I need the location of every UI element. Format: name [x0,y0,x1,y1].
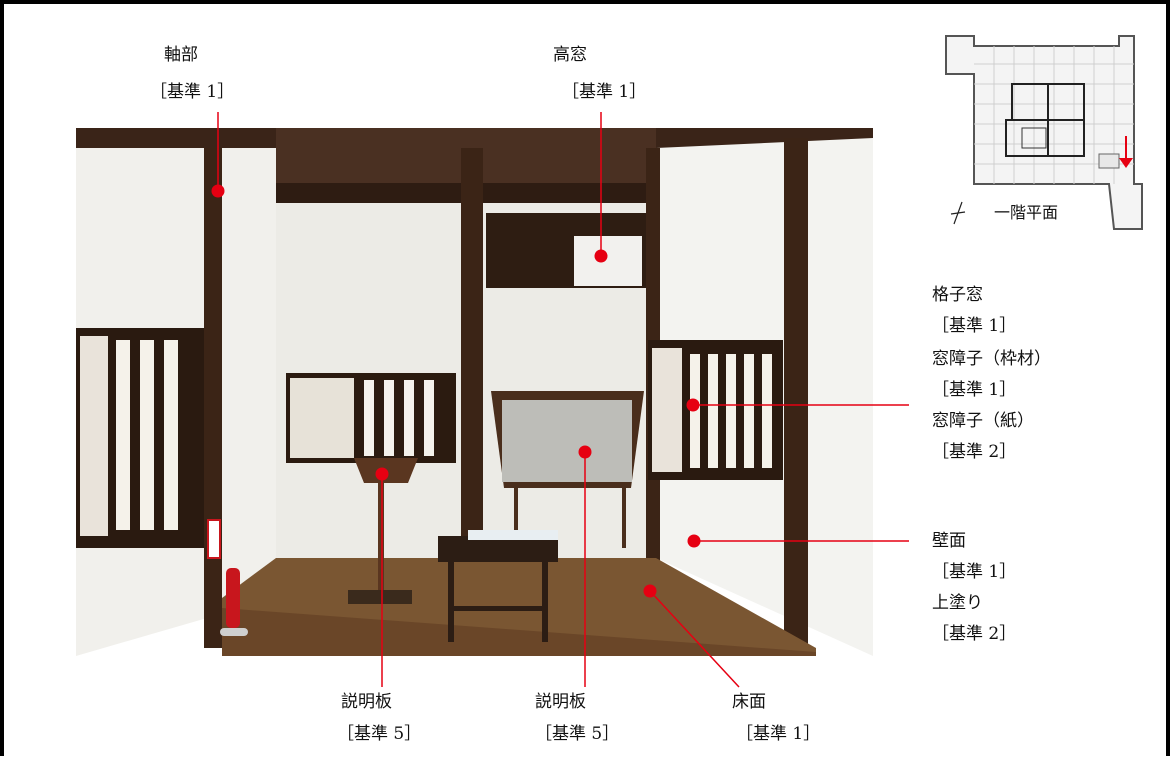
label-takamado: 高窓 [553,45,587,65]
criterion-uwanuri: ［基準 2］ [932,624,1017,644]
criterion-takamado: ［基準 1］ [562,82,647,102]
interior-photo-drawing [76,128,873,656]
criterion-yukamen: ［基準 1］ [736,724,821,744]
label-madoshoji-kami: 窓障子（紙） [932,411,1034,431]
criterion-madoshoji-waku: ［基準 1］ [932,380,1017,400]
label-setsumeiban-1: 説明板 [341,692,392,712]
label-koshimado: 格子窓 [932,285,983,305]
criterion-setsumeiban-1: ［基準 5］ [337,724,422,744]
label-yukamen: 床面 [732,692,766,712]
north-arrow-icon [948,200,968,226]
criterion-jikubu: ［基準 1］ [150,82,235,102]
label-setsumeiban-2: 説明板 [535,692,586,712]
criterion-koshimado: ［基準 1］ [932,316,1017,336]
label-hekimen: 壁面 [932,531,966,551]
label-uwanuri: 上塗り [932,593,983,613]
label-madoshoji-waku: 窓障子（枠材） [932,349,1051,369]
interior-photo [76,128,873,656]
floor-plan-drawing [945,35,1143,230]
criterion-setsumeiban-2: ［基準 5］ [535,724,620,744]
criterion-madoshoji-kami: ［基準 2］ [932,442,1017,462]
floor-plan [944,34,1164,234]
plan-caption: 一階平面 [994,203,1059,222]
criterion-hekimen: ［基準 1］ [932,562,1017,582]
label-jikubu: 軸部 [164,45,198,65]
